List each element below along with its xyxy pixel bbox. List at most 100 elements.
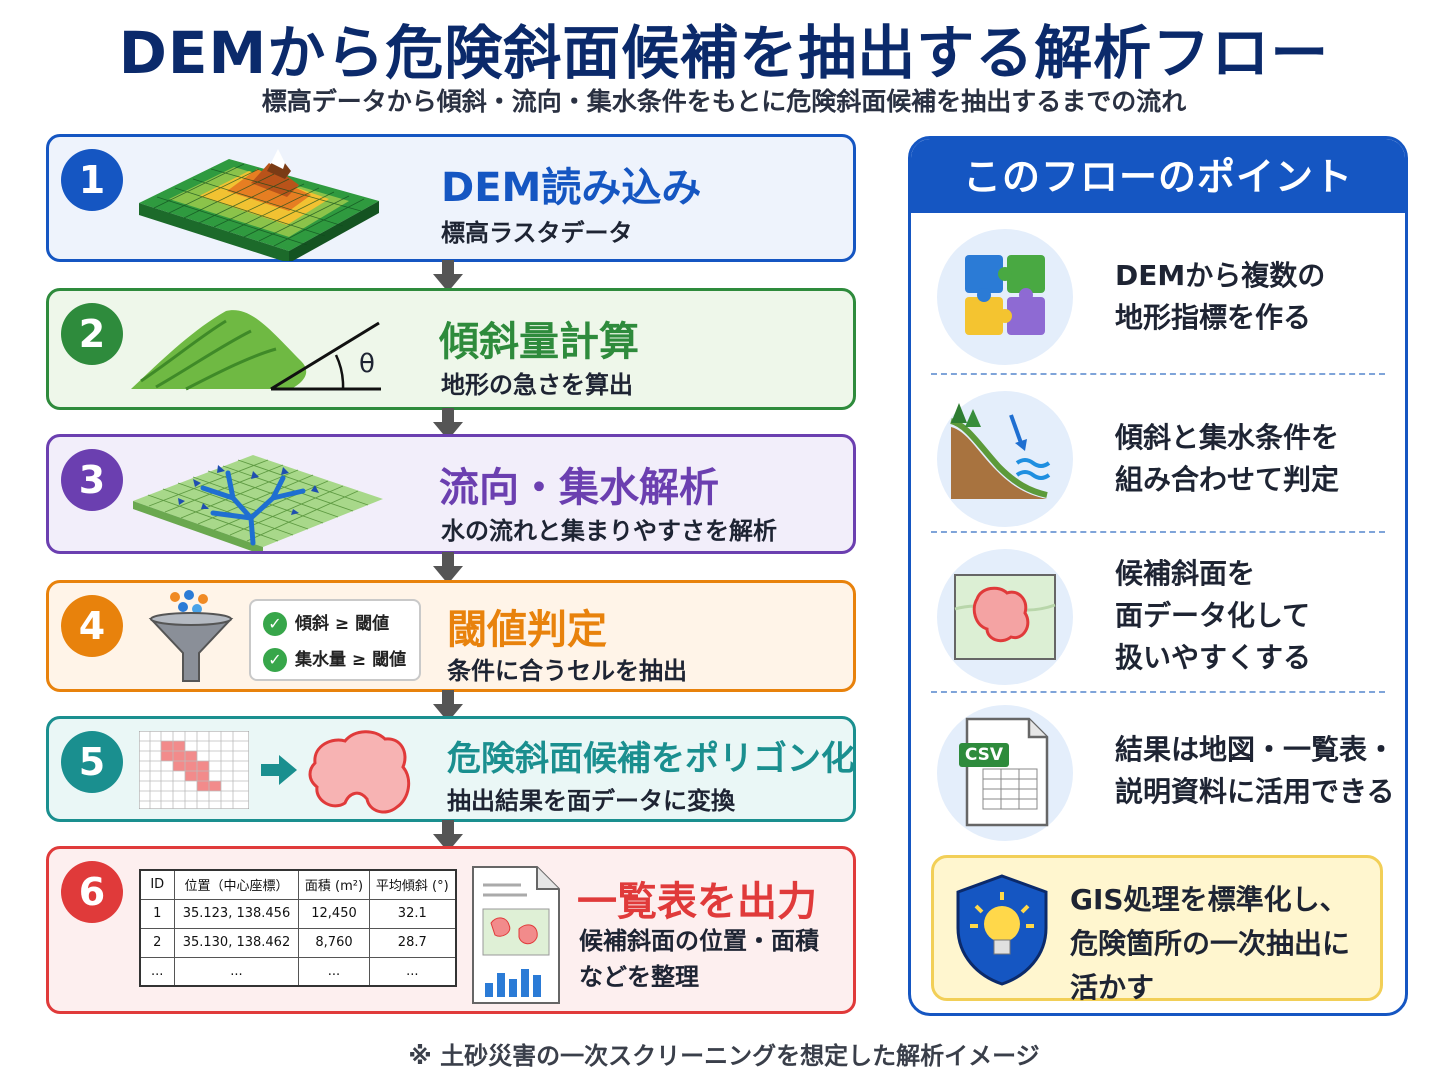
page-subtitle: 標高データから傾斜・流向・集水条件をもとに危険斜面候補を抽出するまでの流れ (261, 87, 1187, 116)
shield-bulb-icon (956, 874, 1048, 986)
point-1-line-1: DEMから複数の (1115, 259, 1326, 292)
table-cell: 35.123, 138.456 (173, 898, 300, 929)
flow-arrow-4 (433, 690, 463, 722)
threshold-checklist: ✓ 傾斜 ≥ 閾値 ✓ 集水量 ≥ 閾値 (249, 599, 421, 681)
point-3-line-1: 候補斜面を (1115, 557, 1256, 590)
check-icon: ✓ (263, 648, 287, 672)
callout-line-1: GIS処理を標準化し、 (1070, 883, 1348, 916)
point-item-2: 傾斜と集水条件を 組み合わせて判定 (911, 391, 1405, 531)
check-row-slope: ✓ 傾斜 ≥ 閾値 (263, 609, 389, 636)
flow-points-panel: このフローのポイント DEMから複数の 地形指標を作る (908, 136, 1408, 1016)
puzzle-icon (937, 229, 1073, 365)
convert-arrow-icon (261, 755, 297, 785)
divider (931, 691, 1385, 693)
callout-line-3: 活かす (1070, 971, 1155, 1004)
flow-arrow-5 (433, 820, 463, 852)
slope-hill-icon (131, 310, 381, 391)
theta-label: θ (359, 349, 375, 379)
point-1-line-2: 地形指標を作る (1115, 301, 1312, 334)
step-1-title: DEM読み込み (441, 165, 702, 211)
callout-line-2: 危険箇所の一次抽出に (1070, 927, 1351, 960)
step-2-number: 2 (61, 303, 123, 365)
step-3-title: 流向・集水解析 (439, 465, 719, 511)
table-header-cell: 平均傾斜 (°) (368, 869, 457, 900)
summary-callout: GIS処理を標準化し、 危険箇所の一次抽出に 活かす (931, 855, 1383, 1004)
check-icon: ✓ (263, 612, 287, 636)
point-item-3: 候補斜面を 面データ化して 扱いやすくする (911, 547, 1405, 689)
table-cell: 2 (139, 927, 175, 958)
point-3-text: 候補斜面を 面データ化して 扱いやすくする (1115, 553, 1311, 679)
table-row: ... ... ... ... (139, 956, 457, 987)
point-item-4: CSV 結果は地図・一覧表・ 説明資料に活用できる (911, 705, 1405, 845)
step-6-description-line2: などを整理 (579, 963, 699, 991)
step-1-description: 標高ラスタデータ (441, 219, 633, 247)
step-2-title: 傾斜量計算 (439, 319, 639, 365)
table-cell: 35.130, 138.462 (173, 927, 300, 958)
flow-accumulation-grid-icon (133, 455, 383, 551)
step-4-number: 4 (61, 595, 123, 657)
step-5-number: 5 (61, 731, 123, 793)
dem-terrain-icon (139, 149, 379, 261)
polygon-map-icon (937, 549, 1073, 685)
step-6-description-line1: 候補斜面の位置・面積 (579, 927, 819, 955)
callout-text: GIS処理を標準化し、 危険箇所の一次抽出に 活かす (1070, 878, 1350, 1010)
panel-heading: このフローのポイント (911, 139, 1405, 213)
filter-funnel-icon (148, 590, 234, 682)
point-2-text: 傾斜と集水条件を 組み合わせて判定 (1115, 417, 1339, 501)
step-3-number: 3 (61, 449, 123, 511)
point-4-line-1: 結果は地図・一覧表・ (1115, 733, 1396, 766)
point-3-line-2: 面データ化して (1115, 599, 1311, 632)
table-cell: ... (139, 956, 175, 987)
step-6-number: 6 (61, 861, 123, 923)
csv-label: CSV (964, 745, 1004, 765)
table-cell: 28.7 (368, 927, 457, 958)
step-6-card: 6 ID 位置（中心座標） 面積 (m²) 平均傾斜 (°) 1 35.123,… (46, 846, 856, 1014)
step-4-description: 条件に合うセルを抽出 (447, 657, 687, 685)
step-2-description: 地形の急さを算出 (441, 371, 633, 399)
csv-file-icon: CSV (937, 705, 1073, 841)
step-1-number: 1 (61, 149, 123, 211)
table-header-cell: ID (139, 869, 175, 900)
footnote: ※ 土砂災害の一次スクリーニングを想定した解析イメージ (408, 1042, 1040, 1070)
table-cell: ... (368, 956, 457, 987)
candidate-slope-table: ID 位置（中心座標） 面積 (m²) 平均傾斜 (°) 1 35.123, 1… (139, 869, 457, 987)
table-header-cell: 位置（中心座標） (173, 869, 300, 900)
point-2-line-2: 組み合わせて判定 (1115, 463, 1340, 496)
step-5-title: 危険斜面候補をポリゴン化 (447, 739, 855, 779)
table-cell: 12,450 (298, 898, 370, 929)
divider (931, 531, 1385, 533)
table-header-row: ID 位置（中心座標） 面積 (m²) 平均傾斜 (°) (139, 869, 457, 900)
report-document-icon (472, 866, 560, 1004)
check-label-slope: 傾斜 ≥ 閾値 (295, 614, 390, 634)
step-5-description: 抽出結果を面データに変換 (447, 787, 735, 815)
point-item-1: DEMから複数の 地形指標を作る (911, 229, 1405, 369)
divider (931, 373, 1385, 375)
flow-arrow-1 (433, 260, 463, 292)
table-cell: ... (173, 956, 300, 987)
step-3-description: 水の流れと集まりやすさを解析 (441, 517, 777, 545)
flow-arrow-2 (433, 408, 463, 440)
table-cell: ... (298, 956, 370, 987)
point-4-line-2: 説明資料に活用できる (1115, 775, 1395, 808)
point-3-line-3: 扱いやすくする (1115, 641, 1312, 674)
table-cell: 8,760 (298, 927, 370, 958)
slope-water-icon (937, 391, 1073, 527)
step-6-title: 一覧表を出力 (577, 879, 817, 925)
polygon-shape-icon (308, 730, 411, 814)
table-row: 1 35.123, 138.456 12,450 32.1 (139, 898, 457, 929)
table-row: 2 35.130, 138.462 8,760 28.7 (139, 927, 457, 958)
check-row-accumulation: ✓ 集水量 ≥ 閾値 (263, 645, 406, 672)
step-4-title: 閾値判定 (447, 607, 607, 653)
point-4-text: 結果は地図・一覧表・ 説明資料に活用できる (1115, 729, 1395, 813)
step-3-card: 3 流向・集水解析 水の流れと集まりやすさを解析 (46, 434, 856, 554)
point-1-text: DEMから複数の 地形指標を作る (1115, 255, 1325, 339)
page-title: DEMから危険斜面候補を抽出する解析フロー (118, 19, 1330, 87)
table-cell: 1 (139, 898, 175, 929)
step-4-card: 4 ✓ 傾斜 ≥ 閾値 ✓ 集水量 ≥ 閾値 閾値判定 条件に合うセルを抽出 (46, 580, 856, 692)
step-5-card: 5 危険斜面候補をポリゴン化 抽出結果を面データに変換 (46, 716, 856, 822)
step-2-card: 2 θ 傾斜量計算 地形の急さを算出 (46, 288, 856, 410)
table-header-cell: 面積 (m²) (298, 869, 370, 900)
flow-arrow-3 (433, 552, 463, 584)
step-1-card: 1 DEM読み込み 標高ラスタデータ (46, 134, 856, 262)
check-label-accumulation: 集水量 ≥ 閾値 (295, 650, 407, 670)
